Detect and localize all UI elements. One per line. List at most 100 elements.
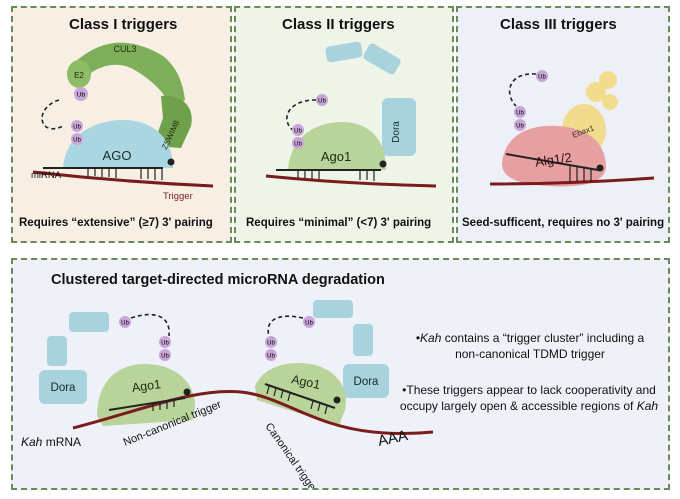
class-i-caption: Requires “extensive” (≥7) 3' pairing bbox=[19, 217, 213, 229]
clustered-title: Clustered target-directed microRNA degra… bbox=[51, 272, 385, 288]
canonical-trigger-label: Canonical trigger bbox=[263, 421, 321, 488]
class-ii-illustration: Ub Ub Ub Dora Ago1 bbox=[265, 41, 437, 188]
ub-icon bbox=[265, 336, 277, 348]
ago1-label: Ago1 bbox=[321, 149, 351, 164]
mirna-strand bbox=[505, 153, 599, 171]
clustered-panel: Clustered target-directed microRNA degra… bbox=[11, 258, 670, 490]
kah-mrna bbox=[72, 390, 434, 435]
ago1-label: Ago1 bbox=[131, 377, 162, 395]
mirna-label: miRNA bbox=[31, 170, 62, 181]
class-iii-illustration: Ub Ub Ub Ebax1 Alg1/2 bbox=[489, 70, 655, 187]
ub-icon bbox=[71, 120, 83, 132]
note-cooperativity: •These triggers appear to lack cooperati… bbox=[399, 383, 659, 413]
class-ii-title: Class II triggers bbox=[282, 16, 395, 33]
ub-transfer-arrow bbox=[130, 313, 170, 337]
ago1-shape bbox=[97, 364, 195, 426]
class-ii-caption: Requires “minimal” (<7) 3' pairing bbox=[246, 217, 432, 229]
class-iii-caption: Seed-sufficent, requires no 3' pairing bbox=[462, 217, 665, 229]
ub-label: Ub bbox=[516, 124, 524, 130]
cul3-shape bbox=[73, 42, 185, 108]
ub-label: Ub bbox=[538, 75, 546, 81]
ub-icon bbox=[71, 133, 83, 145]
e2-label: E2 bbox=[74, 71, 84, 80]
trigger-label: Trigger bbox=[163, 191, 193, 202]
base-pairs bbox=[569, 165, 592, 182]
ago1-label: Ago1 bbox=[290, 372, 322, 392]
ago-shape bbox=[63, 120, 173, 168]
ub-label: Ub bbox=[267, 341, 275, 347]
alg-label: Alg1/2 bbox=[534, 150, 573, 170]
ub-icon bbox=[316, 94, 328, 106]
ub-label: Ub bbox=[318, 99, 326, 105]
ub-label: Ub bbox=[73, 138, 81, 144]
ub-label: Ub bbox=[121, 321, 129, 327]
clustered-illustration: Ub Ub Ub Ub Ub Ub Dora Dora Ago1 Ago1 Ka… bbox=[21, 300, 434, 488]
ub-icon bbox=[74, 87, 88, 101]
class-iii-title: Class III triggers bbox=[500, 16, 617, 33]
dora-shape bbox=[382, 98, 416, 156]
base-pairs bbox=[266, 385, 328, 415]
dora-label: Dora bbox=[354, 376, 380, 388]
ub-icon bbox=[514, 119, 526, 131]
ub-label: Ub bbox=[267, 354, 275, 360]
ub-icon bbox=[292, 124, 304, 136]
base-pairs bbox=[87, 168, 163, 180]
ebax-domain bbox=[599, 71, 617, 89]
poly-a-tail-label: AAA bbox=[376, 427, 409, 450]
dora-label: Dora bbox=[391, 121, 402, 143]
mirna-strand bbox=[264, 383, 336, 409]
ago1-shape bbox=[255, 362, 346, 426]
ub-label: Ub bbox=[294, 129, 302, 135]
ub-icon bbox=[159, 349, 171, 361]
ub-icon bbox=[159, 336, 171, 348]
ago1-shape bbox=[288, 122, 386, 170]
note-trigger-cluster: •Kah contains a “trigger cluster” includ… bbox=[415, 331, 645, 361]
ub-transfer-arrow bbox=[267, 315, 304, 337]
trigger-rna bbox=[32, 170, 214, 188]
ub-label: Ub bbox=[77, 92, 86, 99]
dora-segment bbox=[47, 336, 67, 366]
e2-shape bbox=[67, 60, 91, 88]
trigger-rna bbox=[489, 176, 655, 186]
mirna-5p-end bbox=[379, 160, 387, 168]
dora-shape bbox=[39, 370, 87, 404]
mirna-5p-end bbox=[596, 164, 604, 172]
class-i-panel: Class I triggers Ub Ub Ub E2 CUL3 ZSWIM8… bbox=[11, 6, 232, 243]
ub-label: Ub bbox=[516, 111, 524, 117]
mirna-5p-end bbox=[183, 388, 191, 396]
ebax-domain bbox=[586, 82, 606, 102]
class-ii-panel: Class II triggers Ub Ub Ub Dora Ago1 Req… bbox=[234, 6, 454, 243]
ub-label: Ub bbox=[161, 341, 169, 347]
ub-label: Ub bbox=[73, 125, 81, 131]
ub-icon bbox=[265, 349, 277, 361]
ub-label: Ub bbox=[294, 142, 302, 148]
ub-icon bbox=[119, 316, 131, 328]
trigger-rna bbox=[265, 174, 437, 188]
dora-segment bbox=[313, 300, 353, 318]
base-pairs bbox=[297, 170, 375, 181]
ub-icon bbox=[514, 106, 526, 118]
alg-shape bbox=[502, 125, 606, 187]
class-i-illustration: Ub Ub Ub E2 CUL3 ZSWIM8 AGO miRNA Trigge… bbox=[31, 42, 214, 202]
zswim8-shape bbox=[153, 95, 192, 148]
ub-label: Ub bbox=[305, 321, 313, 327]
dora-segment bbox=[353, 324, 373, 356]
ub-icon bbox=[303, 316, 315, 328]
class-iii-panel: Class III triggers Ub Ub Ub Ebax1 Alg1/2… bbox=[456, 6, 670, 243]
base-pairs bbox=[152, 400, 175, 411]
ub-label: Ub bbox=[161, 354, 169, 360]
ub-icon bbox=[536, 70, 548, 82]
dora-segment bbox=[325, 41, 363, 63]
dora-segment bbox=[69, 312, 109, 332]
dora-label: Dora bbox=[51, 382, 77, 394]
kah-mrna-label: Kah mRNA bbox=[21, 435, 81, 449]
class-i-title: Class I triggers bbox=[69, 16, 178, 33]
dora-shape bbox=[343, 364, 389, 398]
cul3-label: CUL3 bbox=[113, 44, 136, 54]
mirna-strand bbox=[108, 397, 186, 411]
mirna-5p-end bbox=[167, 158, 175, 166]
ago-label: AGO bbox=[103, 148, 132, 163]
ub-transfer-arrow bbox=[508, 73, 537, 107]
dora-segment bbox=[363, 43, 401, 75]
mirna-5p-end bbox=[333, 396, 341, 404]
